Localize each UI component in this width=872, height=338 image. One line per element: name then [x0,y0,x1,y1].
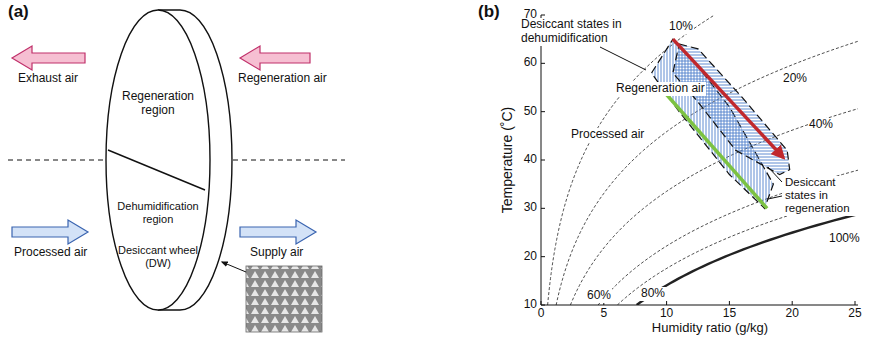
tick-mark [792,301,793,305]
tick-label: 10 [652,307,682,321]
tick-label: 20 [503,250,537,264]
tick-label: 70 [503,8,537,22]
tick-mark [541,208,545,209]
wheel-face [106,10,210,310]
component-label: Desiccant wheel (DW) [113,244,203,269]
axis-title: Temperature (˚C) [499,107,515,214]
rh-label: 10% [668,20,694,34]
region-label: Dehumidification region [108,200,208,225]
rh-curve [556,15,858,305]
tick-label: 0 [526,307,556,321]
axis-line [541,15,858,305]
regeneration-arrow [240,46,310,70]
tick-label: 40 [503,153,537,167]
flow-label: Processed air [14,246,87,260]
flow-label: Regeneration air [238,72,327,86]
tick-label: 10 [503,298,537,312]
tick-label: 50 [503,105,537,119]
tick-mark [541,15,545,16]
tick-mark [541,63,545,64]
region-label: Regeneration region [118,90,198,118]
panel-letter: (b) [478,2,500,22]
rh-label: 100% [828,232,861,246]
processed-line [660,88,767,209]
line-label: Processed air [570,128,645,142]
state-label: Desiccant states in dehumidification [520,18,662,46]
tick-mark [541,111,545,112]
line-label: Regeneration air [615,82,706,96]
rh-curve [598,15,858,305]
state-label: Desiccant states in regeneration [784,176,870,216]
tick-label: 30 [503,201,537,215]
tick-label: 60 [503,56,537,70]
leader-line [768,196,782,199]
supply-arrow [240,220,316,244]
rh-label: 40% [808,118,834,132]
rh-label: 80% [640,287,666,301]
axis-title: Humidity ratio (g/kg) [640,321,780,336]
regeneration-line [673,39,784,157]
tick-mark [541,301,542,305]
rh-label: 60% [586,289,612,303]
tick-mark [729,301,730,305]
process-arrow [12,220,88,244]
sector-line [108,150,205,190]
tick-mark [541,160,545,161]
tick-mark [541,305,545,306]
regeneration-region [673,44,790,175]
leader-line [600,47,646,70]
tick-label: 5 [589,307,619,321]
tick-label: 25 [840,307,870,321]
tick-label: 20 [777,307,807,321]
rh-label: 20% [782,72,808,86]
flow-label: Supply air [250,246,303,260]
honeycomb-photo [246,266,322,332]
flow-label: Exhaust air [18,72,78,86]
rh-curve [617,15,858,305]
panel-letter: (a) [8,2,29,22]
psychrometric-chart [541,15,872,305]
leader-line [222,262,246,272]
tick-mark [855,301,856,305]
tick-mark [666,301,667,305]
leader-line [768,167,782,182]
exhaust-arrow [12,46,85,70]
tick-label: 15 [714,307,744,321]
tick-mark [541,256,545,257]
rh-curve [637,15,858,305]
